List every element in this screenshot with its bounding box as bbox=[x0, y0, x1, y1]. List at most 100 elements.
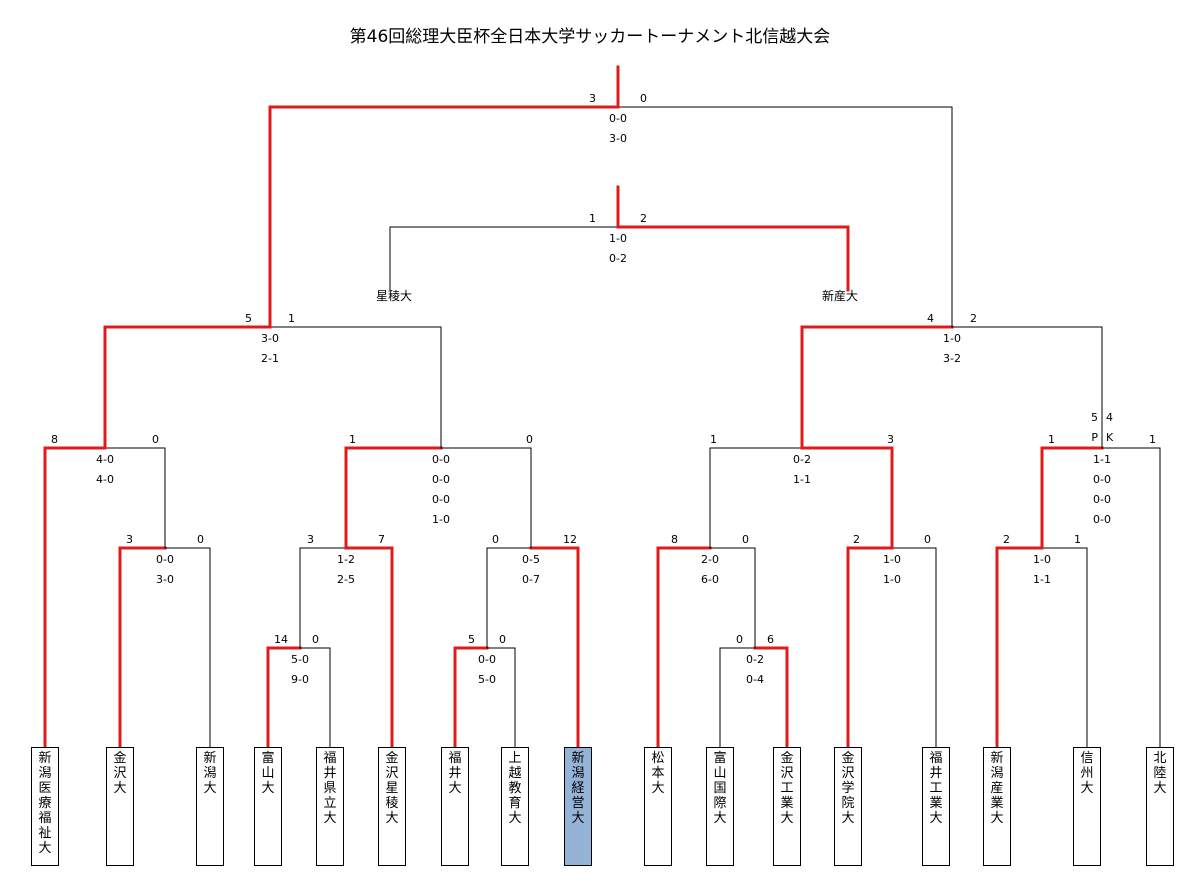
half-score: 0-0 bbox=[609, 112, 627, 125]
score-left: 2 bbox=[853, 533, 860, 546]
score-left: 0 bbox=[492, 533, 499, 546]
score-right: 3 bbox=[887, 433, 894, 446]
third-place-left-team: 星稜大 bbox=[375, 289, 412, 303]
half-score: 0-0 bbox=[1093, 493, 1111, 506]
pk-label: P bbox=[1091, 431, 1098, 444]
score-right: 2 bbox=[640, 212, 647, 225]
team-box: 信 州 大 bbox=[1073, 747, 1101, 866]
team-name: 新 潟 医 療 福 祉 大 bbox=[38, 751, 52, 856]
team-box: 新 潟 医 療 福 祉 大 bbox=[31, 747, 59, 866]
team-box: 新 潟 経 営 大 bbox=[564, 747, 592, 866]
team-box: 金 沢 星 稜 大 bbox=[378, 747, 406, 866]
team-box: 富 山 大 bbox=[254, 747, 282, 866]
half-score: 0-0 bbox=[478, 653, 496, 666]
score-right: 0 bbox=[526, 433, 533, 446]
half-score: 0-5 bbox=[522, 553, 540, 566]
half-score: 5-0 bbox=[478, 673, 496, 686]
score-right: 0 bbox=[197, 533, 204, 546]
half-score: 0-2 bbox=[746, 653, 764, 666]
score-right: 1 bbox=[1149, 433, 1156, 446]
team-name: 北 陸 大 bbox=[1153, 751, 1167, 796]
team-name: 福 井 大 bbox=[448, 751, 462, 796]
score-left: 5 bbox=[245, 312, 252, 325]
team-box: 上 越 教 育 大 bbox=[501, 747, 529, 866]
team-box: 金 沢 学 院 大 bbox=[834, 747, 862, 866]
score-right: 0 bbox=[742, 533, 749, 546]
half-score: 1-0 bbox=[1033, 553, 1051, 566]
pk-score-left: 5 bbox=[1091, 411, 1098, 424]
team-name: 新 潟 産 業 大 bbox=[990, 751, 1004, 826]
team-box: 新 潟 産 業 大 bbox=[983, 747, 1011, 866]
half-score: 1-0 bbox=[883, 553, 901, 566]
score-left: 1 bbox=[1048, 433, 1055, 446]
half-score: 0-0 bbox=[1093, 473, 1111, 486]
team-name: 富 山 国 際 大 bbox=[713, 751, 727, 826]
score-right: 0 bbox=[499, 633, 506, 646]
score-left: 3 bbox=[126, 533, 133, 546]
score-left: 3 bbox=[589, 92, 596, 105]
score-left: 4 bbox=[927, 312, 934, 325]
team-name: 新 潟 経 営 大 bbox=[571, 751, 585, 826]
pk-score-right: 4 bbox=[1106, 411, 1113, 424]
half-score: 1-1 bbox=[793, 473, 811, 486]
team-box: 福 井 県 立 大 bbox=[316, 747, 344, 866]
score-right: 6 bbox=[767, 633, 774, 646]
score-left: 1 bbox=[710, 433, 717, 446]
half-score: 0-0 bbox=[1093, 513, 1111, 526]
team-name: 福 井 工 業 大 bbox=[929, 751, 943, 826]
score-right: 1 bbox=[288, 312, 295, 325]
half-score: 1-0 bbox=[432, 513, 450, 526]
score-left: 3 bbox=[307, 533, 314, 546]
tournament-title: 第46回総理大臣杯全日本大学サッカートーナメント北信越大会 bbox=[349, 27, 831, 47]
pk-label: K bbox=[1106, 431, 1114, 444]
half-score: 3-2 bbox=[943, 352, 961, 365]
team-box: 金 沢 大 bbox=[106, 747, 134, 866]
score-left: 2 bbox=[1003, 533, 1010, 546]
score-left: 1 bbox=[589, 212, 596, 225]
team-name: 金 沢 学 院 大 bbox=[841, 751, 855, 826]
score-left: 1 bbox=[349, 433, 356, 446]
team-name: 信 州 大 bbox=[1080, 751, 1094, 796]
half-score: 2-1 bbox=[261, 352, 279, 365]
team-name: 福 井 県 立 大 bbox=[323, 751, 337, 826]
team-name: 上 越 教 育 大 bbox=[508, 751, 522, 826]
score-left: 5 bbox=[468, 633, 475, 646]
score-right: 0 bbox=[312, 633, 319, 646]
team-box: 北 陸 大 bbox=[1146, 747, 1174, 866]
half-score: 9-0 bbox=[291, 673, 309, 686]
team-box: 金 沢 工 業 大 bbox=[773, 747, 801, 866]
team-box: 新 潟 大 bbox=[196, 747, 224, 866]
score-left: 8 bbox=[671, 533, 678, 546]
half-score: 0-4 bbox=[746, 673, 764, 686]
half-score: 5-0 bbox=[291, 653, 309, 666]
half-score: 2-5 bbox=[337, 573, 355, 586]
team-box: 松 本 大 bbox=[644, 747, 672, 866]
score-right: 1 bbox=[1074, 533, 1081, 546]
half-score: 6-0 bbox=[701, 573, 719, 586]
half-score: 1-1 bbox=[1093, 453, 1111, 466]
half-score: 3-0 bbox=[156, 573, 174, 586]
score-right: 0 bbox=[640, 92, 647, 105]
score-left: 0 bbox=[736, 633, 743, 646]
half-score: 4-0 bbox=[96, 473, 114, 486]
score-right: 0 bbox=[152, 433, 159, 446]
half-score: 0-0 bbox=[432, 453, 450, 466]
half-score: 0-0 bbox=[432, 473, 450, 486]
score-right: 7 bbox=[378, 533, 385, 546]
score-right: 12 bbox=[563, 533, 577, 546]
team-name: 金 沢 星 稜 大 bbox=[385, 751, 399, 826]
team-name: 松 本 大 bbox=[651, 751, 665, 796]
team-name: 金 沢 工 業 大 bbox=[780, 751, 794, 826]
half-score: 0-0 bbox=[156, 553, 174, 566]
score-left: 8 bbox=[51, 433, 58, 446]
half-score: 0-7 bbox=[522, 573, 540, 586]
team-name: 金 沢 大 bbox=[113, 751, 127, 796]
half-score: 0-0 bbox=[432, 493, 450, 506]
team-box: 福 井 工 業 大 bbox=[922, 747, 950, 866]
team-name: 富 山 大 bbox=[261, 751, 275, 796]
half-score: 1-0 bbox=[943, 332, 961, 345]
team-box: 福 井 大 bbox=[441, 747, 469, 866]
score-right: 0 bbox=[924, 533, 931, 546]
half-score: 3-0 bbox=[261, 332, 279, 345]
